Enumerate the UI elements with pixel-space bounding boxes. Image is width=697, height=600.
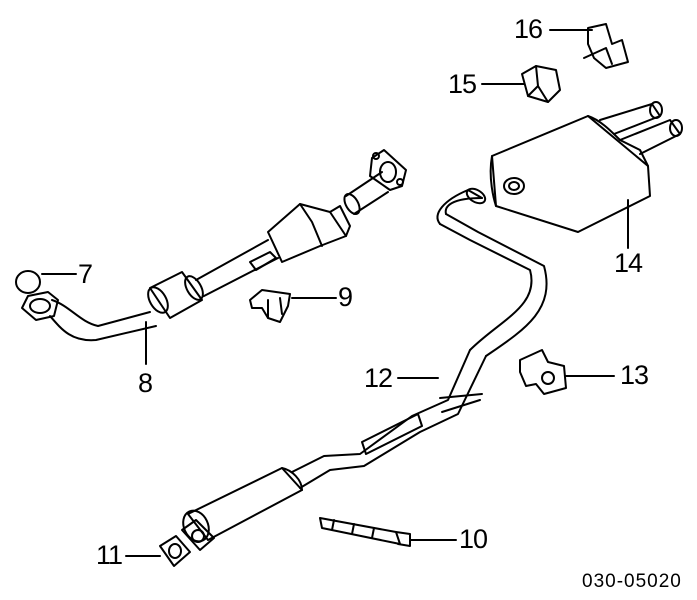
front-pipe-catalytic-converter xyxy=(21,149,407,342)
leader-lines xyxy=(41,29,629,557)
hanger-bracket-part-16 xyxy=(583,23,629,69)
gasket-part-7 xyxy=(15,270,41,294)
callout-8: 8 xyxy=(138,368,153,398)
callout-15: 15 xyxy=(448,69,477,99)
callout-11: 11 xyxy=(96,540,123,570)
callout-12: 12 xyxy=(364,363,393,393)
callout-7: 7 xyxy=(78,259,93,289)
callout-16: 16 xyxy=(514,14,543,44)
gasket-part-11 xyxy=(159,535,191,567)
callout-13: 13 xyxy=(620,360,649,390)
callout-10: 10 xyxy=(459,524,488,554)
hanger-bracket-part-13 xyxy=(519,349,567,395)
bracket-part-9 xyxy=(249,289,291,323)
callout-9: 9 xyxy=(338,282,353,312)
bolt-part-10 xyxy=(319,517,411,547)
intermediate-pipe-resonator xyxy=(181,187,548,551)
muffler-part-14 xyxy=(489,101,683,233)
insulator-part-15 xyxy=(521,65,561,103)
callout-14: 14 xyxy=(614,248,643,278)
figure-code: 030-05020 xyxy=(582,571,682,592)
